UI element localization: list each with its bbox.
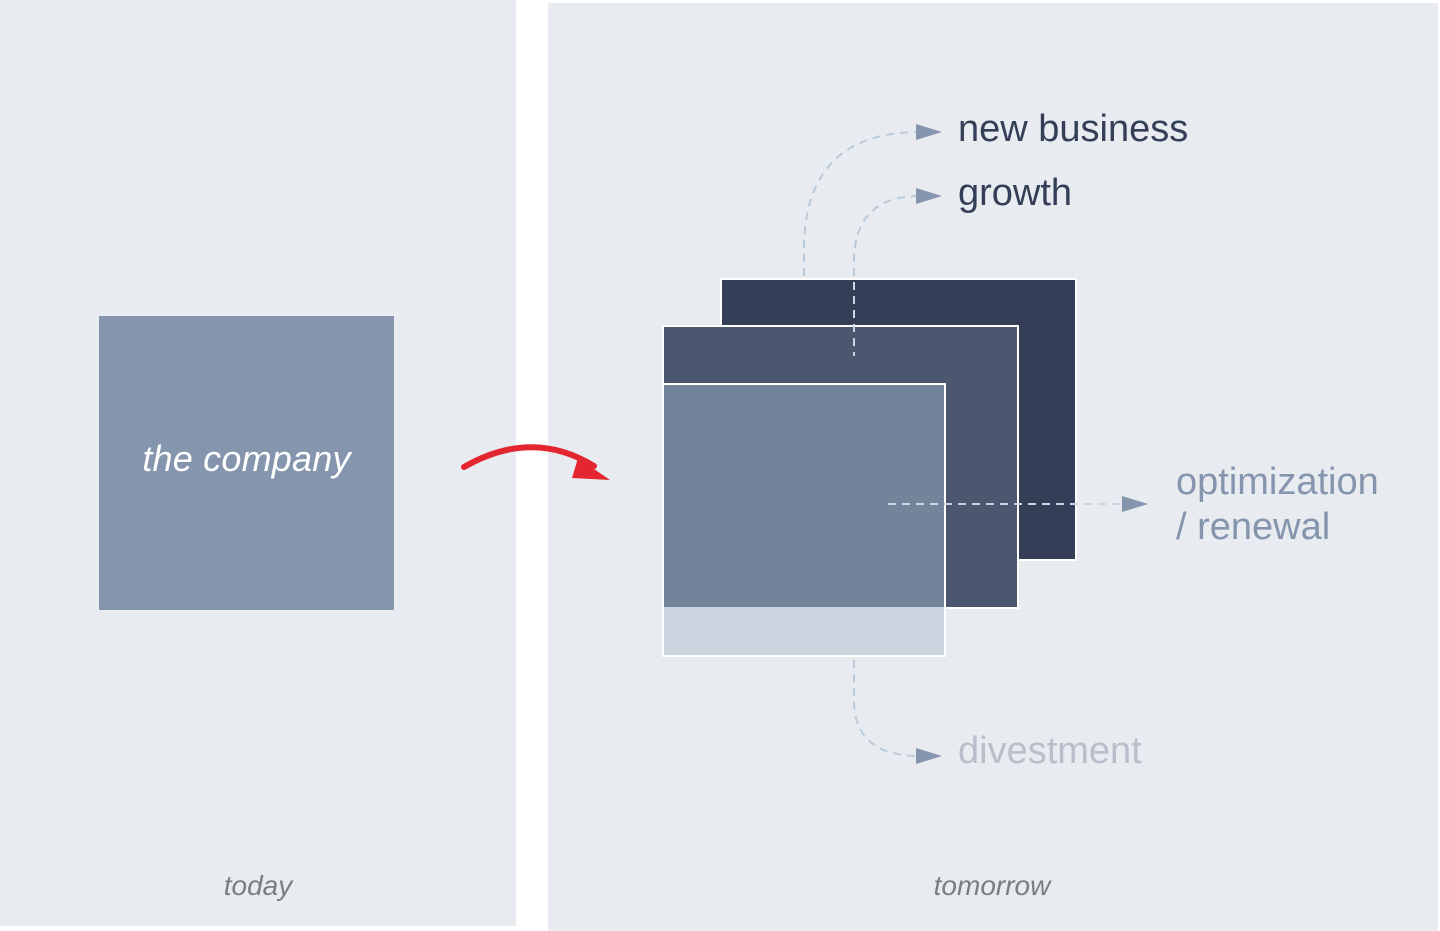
outcome-optimization: optimization / renewal [1176, 460, 1379, 550]
layer-optimization [662, 383, 946, 657]
layer-divestment-strip [664, 607, 944, 655]
company-box: the company [99, 316, 394, 610]
outcome-optimization-line1: optimization [1176, 461, 1379, 503]
outcome-divestment: divestment [958, 730, 1142, 772]
outcome-growth: growth [958, 172, 1073, 214]
outcome-optimization-line2: / renewal [1176, 506, 1331, 548]
today-panel: the company [0, 0, 516, 926]
tomorrow-caption: tomorrow [933, 870, 1051, 901]
outcome-new-business: new business [958, 108, 1189, 150]
today-caption: today [223, 870, 293, 901]
company-label: the company [142, 438, 351, 479]
